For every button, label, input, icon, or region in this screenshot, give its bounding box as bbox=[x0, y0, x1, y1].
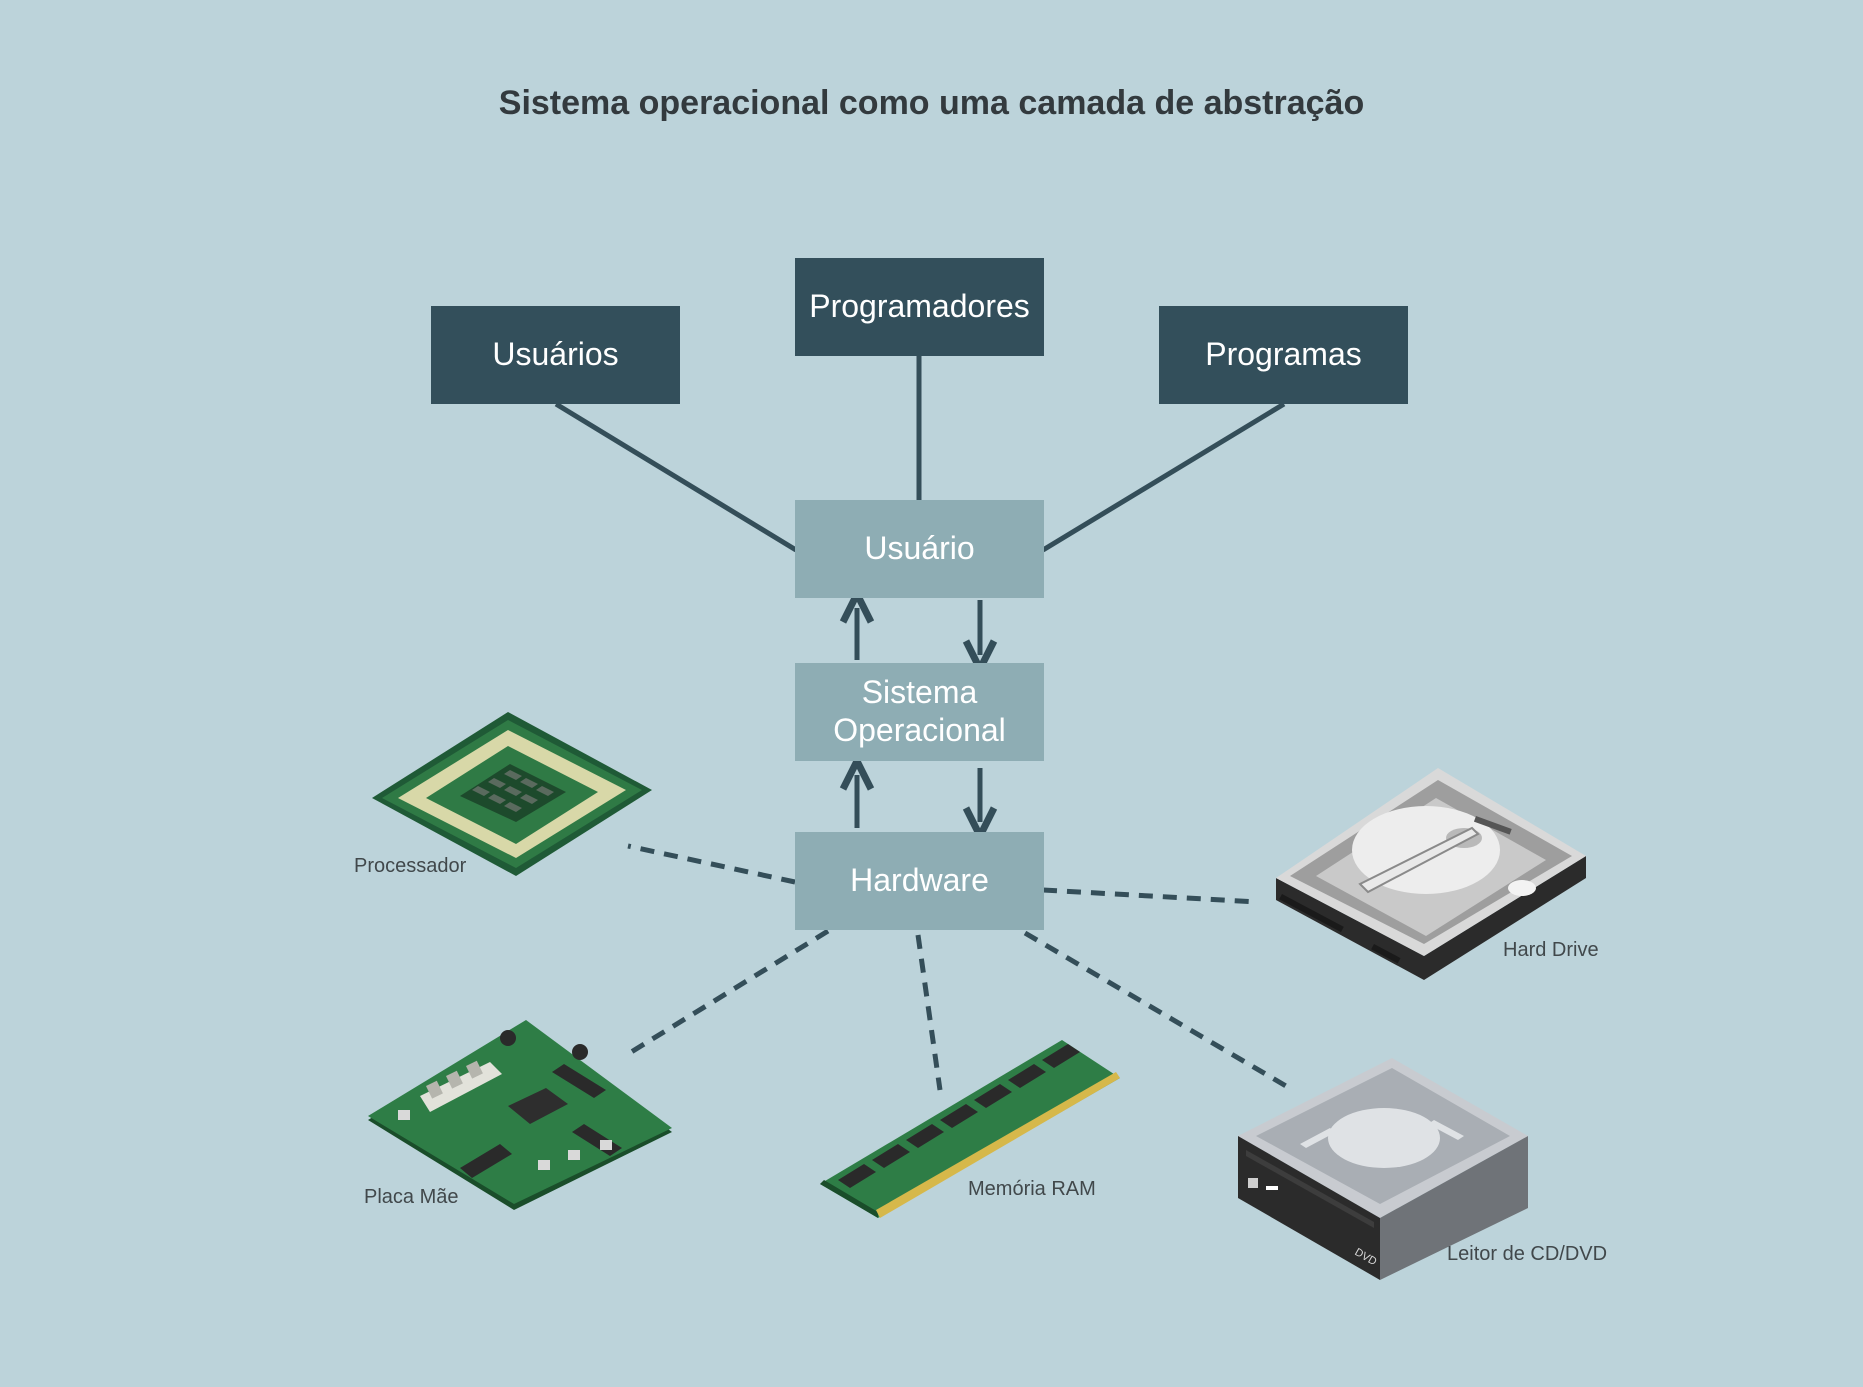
layer-sistema-label-line1: Sistema bbox=[861, 674, 978, 711]
label-placa-mae: Placa Mãe bbox=[364, 1186, 459, 1208]
node-programadores: Programadores bbox=[795, 258, 1044, 356]
node-usuarios: Usuários bbox=[431, 306, 680, 404]
diagram-title: Sistema operacional como uma camada de a… bbox=[498, 84, 1365, 122]
layer-usuario-label: Usuário bbox=[864, 530, 975, 567]
node-programas-label: Programas bbox=[1205, 336, 1362, 373]
label-leitor-cd-dvd: Leitor de CD/DVD bbox=[1447, 1243, 1608, 1265]
dashed-link-memoria-ram bbox=[915, 934, 943, 1091]
hard-drive-icon bbox=[1276, 768, 1586, 980]
dashed-link-processador bbox=[627, 843, 796, 885]
layer-hardware-label: Hardware bbox=[850, 862, 989, 899]
dashed-link-leitor bbox=[1023, 930, 1288, 1089]
node-programas: Programas bbox=[1159, 306, 1408, 404]
motherboard-icon bbox=[368, 1020, 673, 1210]
node-usuarios-label: Usuários bbox=[492, 336, 619, 373]
dvd-drive-icon: DVD bbox=[1238, 1058, 1528, 1280]
connector-programas-usuario bbox=[1041, 401, 1286, 553]
layer-usuario: Usuário bbox=[795, 500, 1044, 598]
processor-icon bbox=[370, 712, 654, 882]
node-programadores-label: Programadores bbox=[809, 288, 1030, 325]
layer-hardware: Hardware bbox=[795, 832, 1044, 930]
dashed-link-hard-drive bbox=[1042, 887, 1259, 905]
ram-icon bbox=[820, 1040, 1122, 1218]
layer-sistema-operacional: Sistema Operacional bbox=[795, 663, 1044, 761]
dashed-link-placa-mae bbox=[626, 928, 830, 1057]
label-memoria-ram: Memória RAM bbox=[968, 1178, 1096, 1200]
connector-usuarios-usuario bbox=[554, 401, 798, 553]
label-hard-drive: Hard Drive bbox=[1503, 939, 1599, 961]
layer-sistema-label-line2: Operacional bbox=[833, 712, 1006, 748]
label-processador: Processador bbox=[354, 855, 467, 877]
